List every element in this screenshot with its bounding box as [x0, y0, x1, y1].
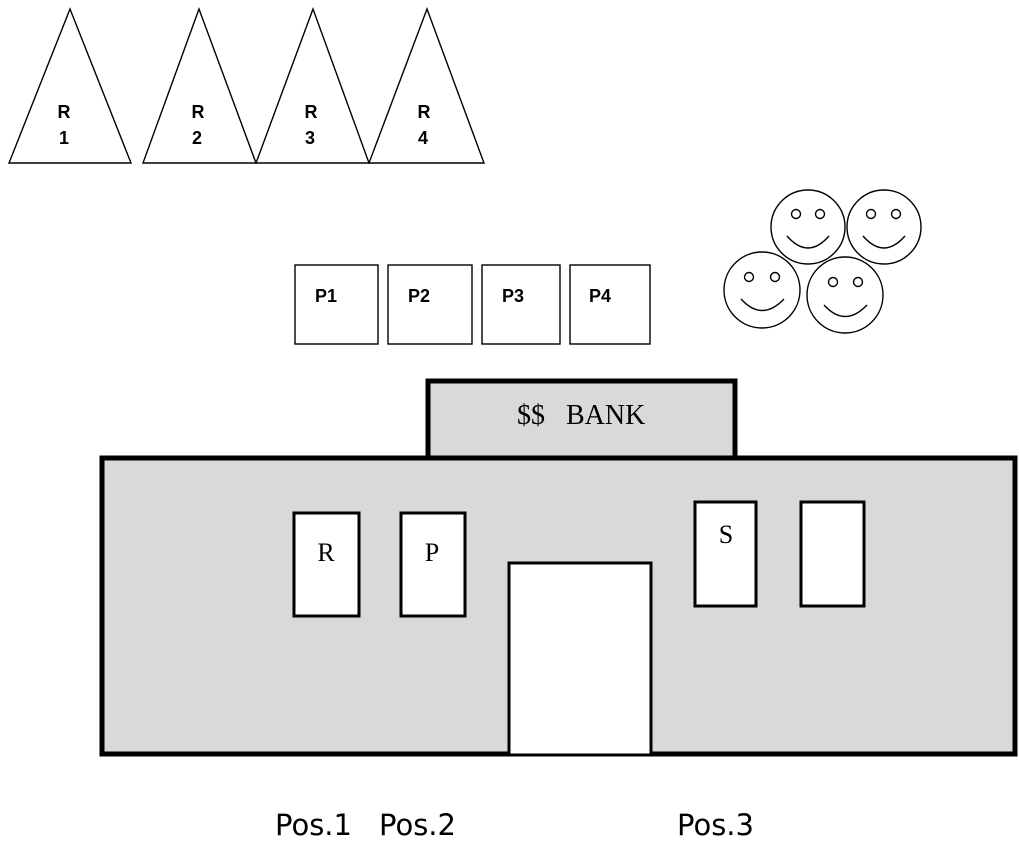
- card-group: P1 P2 P3 P4: [294, 264, 651, 345]
- triangle-label-line2: 4: [418, 128, 428, 148]
- triangle-r3: R 3: [254, 6, 370, 164]
- bank-door: [507, 561, 653, 757]
- card-label: P2: [408, 286, 430, 306]
- window-p: P: [399, 511, 467, 618]
- triangle-label-line1: R: [305, 102, 318, 122]
- card-p3: P3: [481, 264, 561, 345]
- window-blank: [799, 500, 866, 608]
- triangle-label-line2: 2: [192, 128, 202, 148]
- window-r: R: [292, 511, 361, 618]
- triangle-r1: R 1: [7, 7, 133, 164]
- triangle-group: R 1 R 2 R 3 R 4: [7, 6, 486, 164]
- triangle-label-line2: 1: [59, 128, 69, 148]
- triangle-label-line1: R: [192, 102, 205, 122]
- window-label: P: [425, 538, 439, 567]
- bank-sign: [425, 378, 738, 464]
- position-label-1: Pos.1: [275, 808, 352, 842]
- card-p2: P2: [387, 264, 473, 345]
- triangle-label-line1: R: [58, 102, 71, 122]
- smiley-face-icon: [806, 256, 884, 334]
- triangle-label-line2: 3: [305, 128, 315, 148]
- smiley-face-icon: [723, 251, 801, 329]
- position-label-2: Pos.2: [379, 808, 456, 842]
- card-label: P3: [502, 286, 524, 306]
- position-labels: Pos.1 Pos.2 Pos.3: [275, 808, 754, 842]
- triangle-r4: R 4: [367, 6, 486, 164]
- smiley-face-icon: [770, 189, 846, 265]
- card-label: P1: [315, 286, 337, 306]
- triangle-r2: R 2: [142, 6, 258, 164]
- card-p4: P4: [569, 264, 651, 345]
- bank-building: $$ BANK R P S: [99, 378, 1018, 757]
- triangle-label-line1: R: [418, 102, 431, 122]
- position-label-3: Pos.3: [677, 808, 754, 842]
- window-label: S: [719, 520, 733, 549]
- card-p1: P1: [294, 264, 379, 345]
- smiley-faces: [723, 189, 922, 334]
- smiley-face-icon: [846, 189, 922, 265]
- card-label: P4: [589, 286, 611, 306]
- bank-sign-text: $$ BANK: [517, 400, 645, 431]
- window-s: S: [693, 500, 758, 608]
- window-label: R: [317, 538, 335, 567]
